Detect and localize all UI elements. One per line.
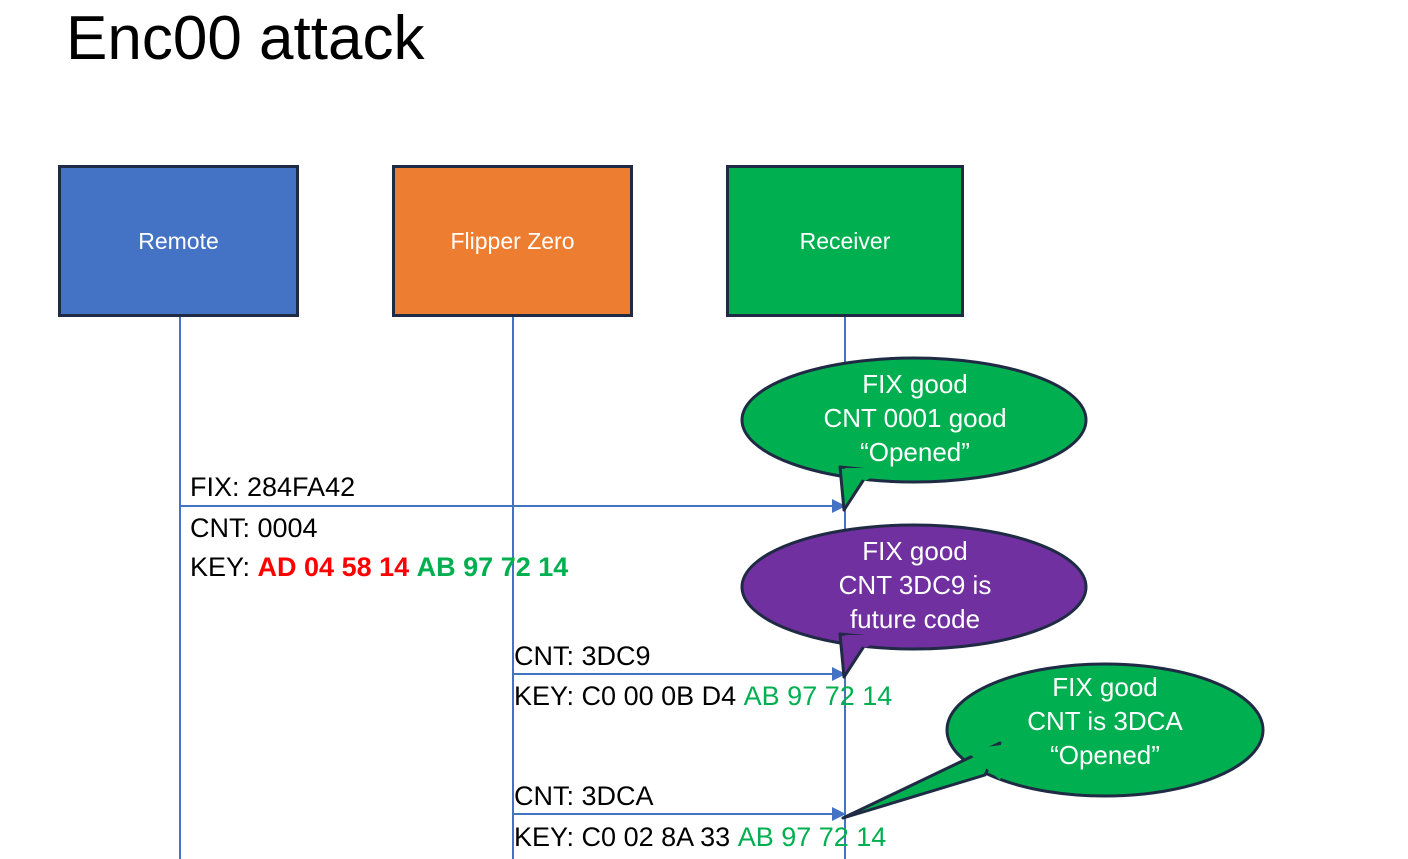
actor-box-receiver: Receiver <box>726 165 964 317</box>
actor-label-remote: Remote <box>138 227 219 254</box>
actor-box-flipper: Flipper Zero <box>392 165 633 317</box>
message-2-key-black-bytes: C0 00 0B D4 <box>581 681 737 711</box>
message-2-key-green-bytes: AB 97 72 14 <box>743 681 893 711</box>
message-3-key-label: KEY: C0 02 8A 33 AB 97 72 14 <box>514 820 886 855</box>
callout-bubble-future-code: FIX good CNT 3DC9 is future code <box>740 515 1090 679</box>
callout-bubble-receiver-replay-accepted: FIX good CNT is 3DCA “Opened” <box>841 655 1265 820</box>
actor-label-flipper: Flipper Zero <box>450 227 575 254</box>
message-1-key-green-bytes: AB 97 72 14 <box>416 552 569 582</box>
callout-2-shape <box>740 523 1088 679</box>
page-title: Enc00 attack <box>66 4 425 73</box>
message-3-key-prefix: KEY: <box>514 822 582 852</box>
message-1-key-label: KEY: AD 04 58 14 AB 97 72 14 <box>190 550 568 585</box>
callout-1-shape <box>740 356 1088 512</box>
message-1-key-red-bytes: AD 04 58 14 <box>257 552 410 582</box>
message-1-fix-label: FIX: 284FA42 <box>190 472 356 502</box>
message-2-key-label: KEY: C0 00 0B D4 AB 97 72 14 <box>514 679 892 714</box>
message-2-key-prefix: KEY: <box>514 681 582 711</box>
lifeline-flipper <box>512 317 514 859</box>
callout-3-shape <box>841 662 1265 820</box>
lifeline-remote <box>179 317 181 859</box>
message-3-key-black-bytes: C0 02 8A 33 <box>581 822 731 852</box>
actor-box-remote: Remote <box>58 165 299 317</box>
message-3-cnt-label: CNT: 3DCA <box>514 781 654 811</box>
message-2-cnt-label: CNT: 3DC9 <box>514 641 651 671</box>
message-1-cnt-label: CNT: 0004 <box>190 513 318 543</box>
message-3-key-green-bytes: AB 97 72 14 <box>737 822 887 852</box>
actor-label-receiver: Receiver <box>799 227 891 254</box>
message-1-key-prefix: KEY: <box>190 552 258 582</box>
callout-bubble-receiver-first-code: FIX good CNT 0001 good “Opened” <box>740 348 1090 512</box>
